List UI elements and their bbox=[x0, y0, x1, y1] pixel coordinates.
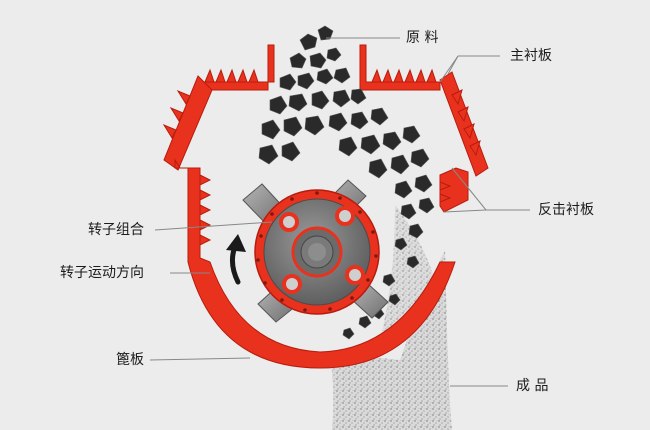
housing bbox=[162, 44, 489, 369]
rotation-arrow-icon bbox=[226, 234, 246, 285]
leader-lines bbox=[149, 37, 530, 387]
label-product: 成 品 bbox=[516, 378, 549, 394]
label-rotor-assembly: 转子组合 bbox=[88, 222, 144, 238]
label-screen-plate: 篦板 bbox=[116, 352, 144, 368]
label-raw-material: 原 料 bbox=[406, 30, 439, 46]
label-rotation-direction: 转子运动方向 bbox=[60, 265, 144, 281]
raw-material-rocks bbox=[258, 25, 435, 340]
label-main-liner: 主衬板 bbox=[510, 48, 552, 64]
label-impact-liner: 反击衬板 bbox=[538, 202, 594, 218]
rotor-assembly bbox=[254, 189, 380, 315]
